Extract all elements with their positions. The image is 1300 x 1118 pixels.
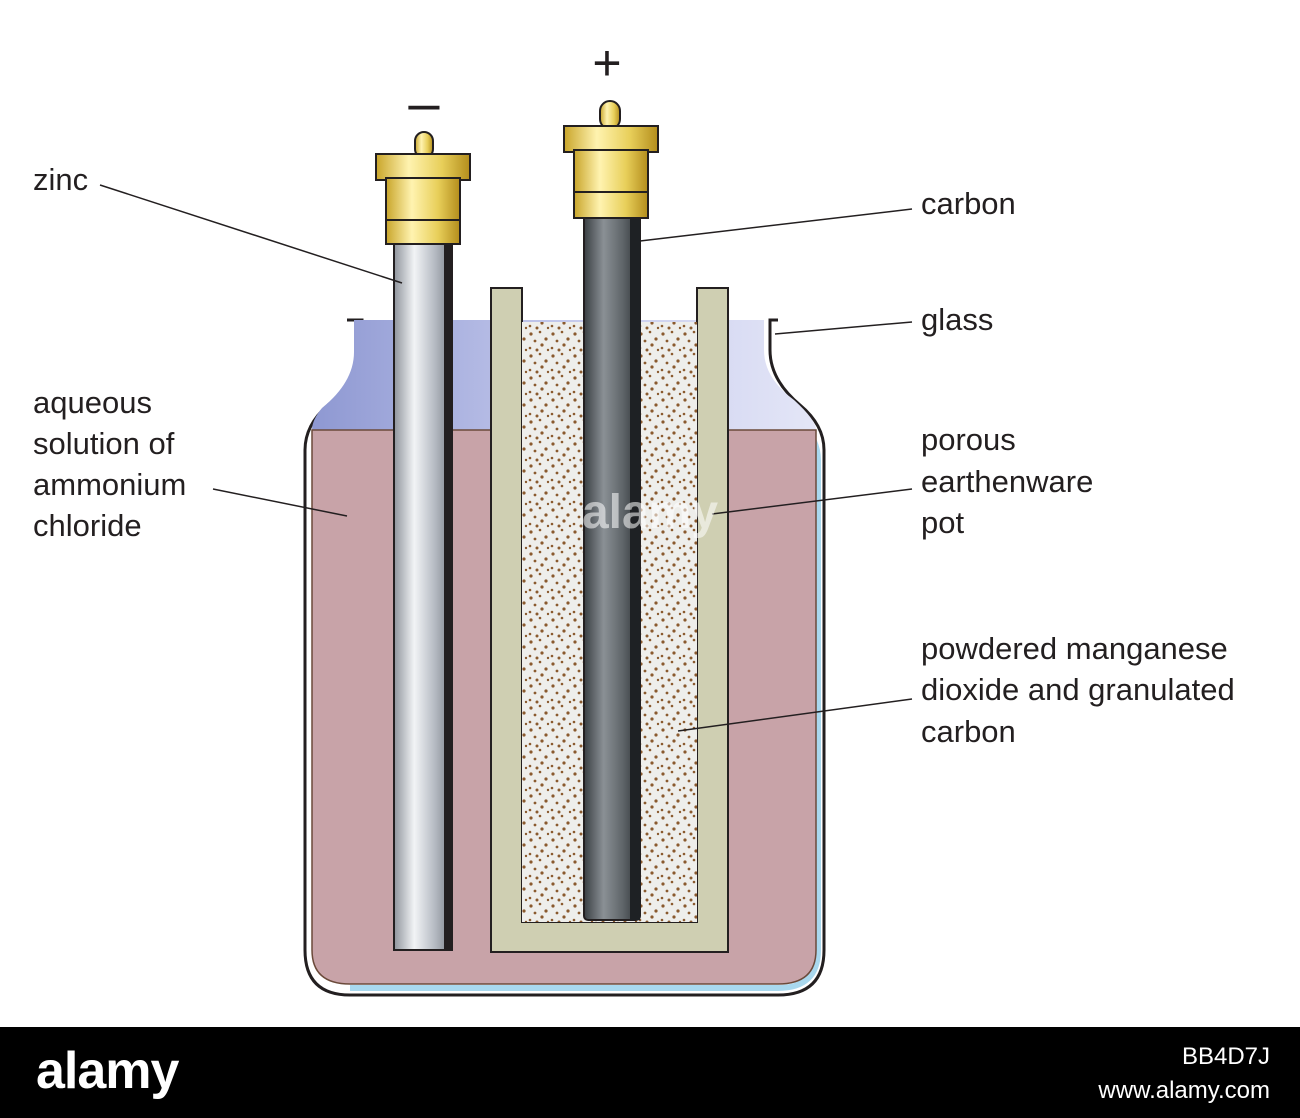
voltaic-cell-diagram: – + zinc carbon glass aqueous solution o… xyxy=(33,35,1235,997)
carbon-terminal-cap xyxy=(563,100,659,219)
label-pot-line1: porous xyxy=(921,422,1016,457)
mix-leader-line xyxy=(677,698,913,732)
label-mix-line2: dioxide and granulated xyxy=(921,672,1235,707)
alamy-logo: alamy xyxy=(36,1042,179,1100)
label-pot-line2: earthenware xyxy=(921,464,1093,499)
positive-terminal-sign: + xyxy=(592,35,621,91)
zinc-terminal-cap xyxy=(375,131,471,245)
image-id: BB4D7J xyxy=(1181,1043,1270,1070)
label-carbon-rod: carbon xyxy=(921,186,1016,221)
site-url: www.alamy.com xyxy=(1098,1077,1270,1104)
label-solution-line4: chloride xyxy=(33,508,142,543)
label-mix-line1: powdered manganese xyxy=(921,631,1228,666)
watermark-footer: alamy BB4D7J www.alamy.com xyxy=(0,1027,1300,1118)
solution-leader-line xyxy=(212,488,348,517)
carbon-leader-line xyxy=(639,208,913,242)
negative-terminal-sign: – xyxy=(408,71,440,134)
zinc-rod xyxy=(393,239,453,951)
watermark-overlay: alamy xyxy=(582,486,718,539)
label-zinc: zinc xyxy=(33,162,88,197)
label-glass: glass xyxy=(921,302,993,337)
glass-leader-line xyxy=(774,321,913,335)
label-solution-line2: solution of xyxy=(33,426,175,461)
label-solution-line1: aqueous xyxy=(33,385,152,420)
label-pot-line3: pot xyxy=(921,505,964,540)
label-solution-line3: ammonium xyxy=(33,467,186,502)
pot-leader-line xyxy=(711,488,913,515)
label-mix-line3: carbon xyxy=(921,714,1016,749)
zinc-leader-line xyxy=(99,184,403,284)
